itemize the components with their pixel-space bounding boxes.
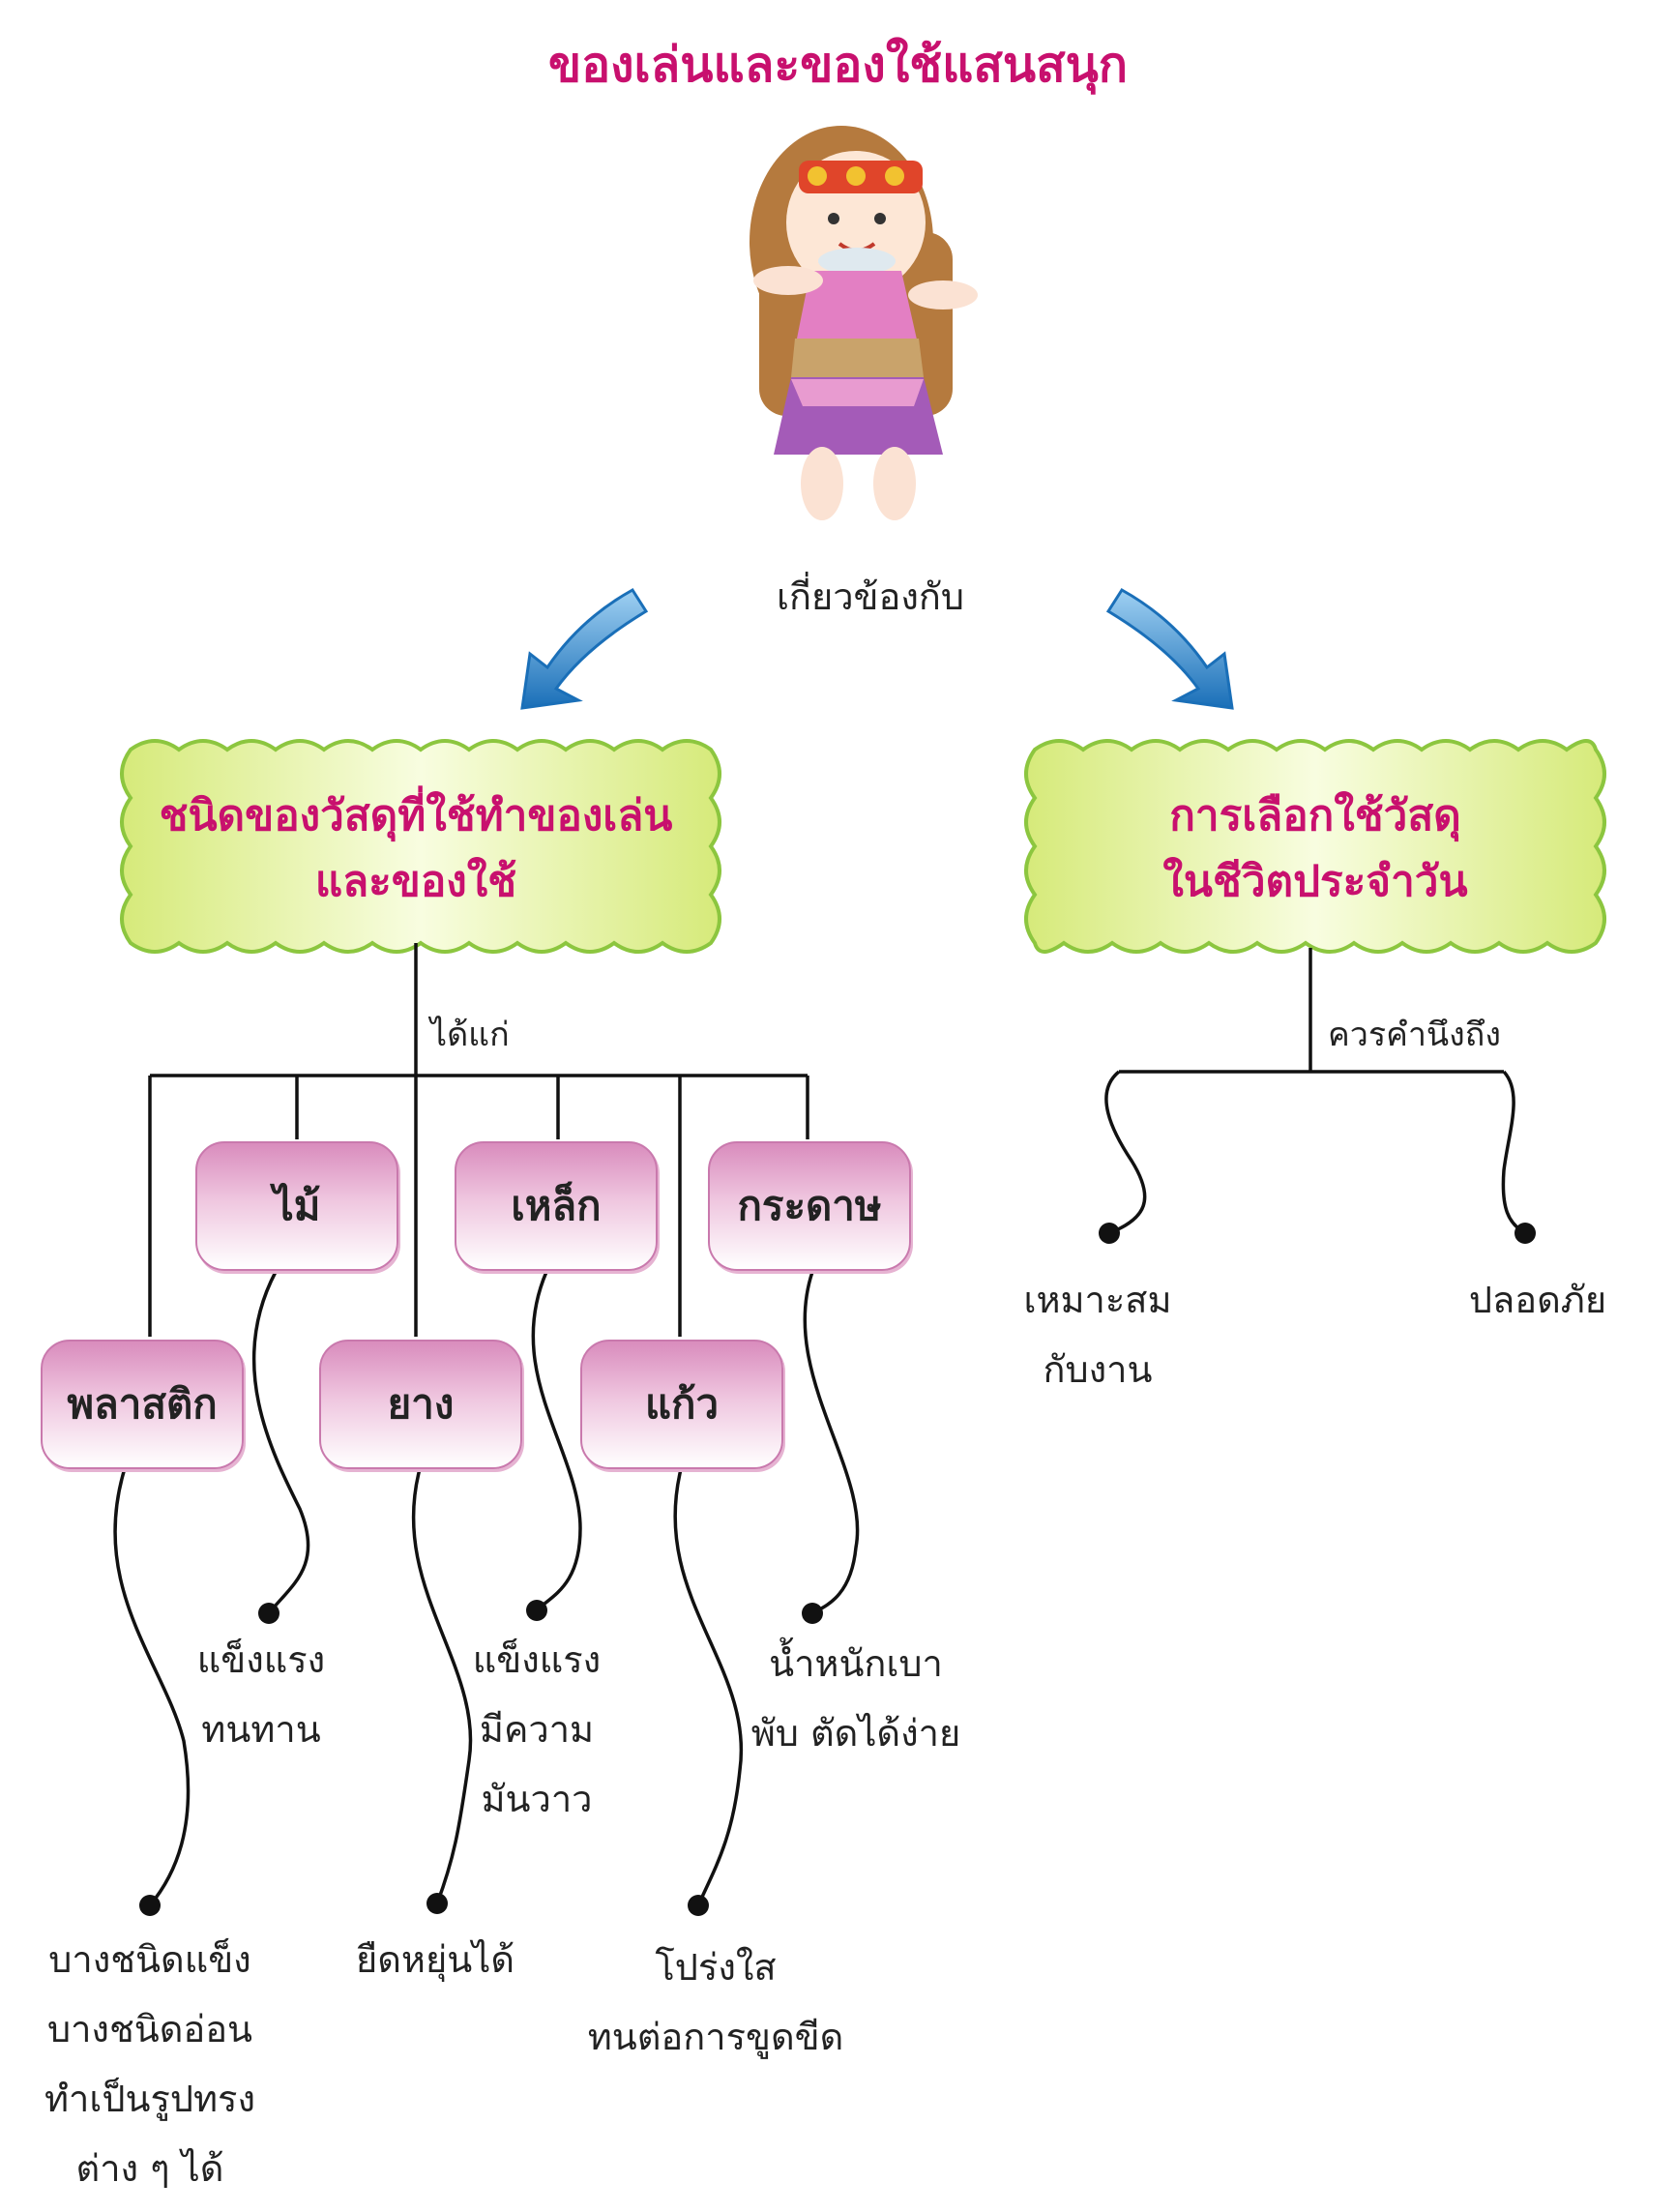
property-rubber: ยืดหยุ่นได้ — [355, 1938, 515, 1981]
material-box-paper: กระดาษ — [708, 1141, 911, 1271]
page-title: ของเล่นและของใช้แสนสนุก — [547, 37, 1129, 93]
right-topic-line2: ในชีวิตประจำวัน — [1162, 857, 1468, 906]
left-connector-label: ได้แก่ — [430, 1016, 510, 1054]
right-topic-banner — [1024, 739, 1606, 954]
doll-illustration — [750, 126, 978, 520]
property-wood: แข็งแรง ทนทาน — [196, 1638, 326, 1751]
material-box-iron: เหล็ก — [455, 1141, 658, 1271]
consideration-safe: ปลอดภัย — [1468, 1279, 1607, 1321]
property-iron: แข็งแรง มีความ มันวาว — [472, 1638, 602, 1820]
right-topic-text: การเลือกใช้วัสดุ ในชีวิตประจำวัน — [1025, 783, 1605, 915]
consideration-suitable: เหมาะสม กับงาน — [1023, 1279, 1172, 1391]
arrow-down-right-icon — [1105, 588, 1234, 710]
right-connector-label: ควรคำนึงถึง — [1328, 1016, 1501, 1054]
right-topic-line1: การเลือกใช้วัสดุ — [1169, 791, 1461, 841]
left-topic-text: ชนิดของวัสดุที่ใช้ทำของเล่น และของใช้ — [116, 783, 716, 915]
left-topic-banner — [120, 739, 721, 954]
material-box-glass: แก้ว — [580, 1340, 783, 1469]
property-paper: น้ำหนักเบา พับ ตัดได้ง่าย — [750, 1642, 961, 1755]
left-topic-line1: ชนิดของวัสดุที่ใช้ทำของเล่น — [159, 791, 673, 841]
arrow-down-left-icon — [520, 588, 649, 710]
material-box-rubber: ยาง — [319, 1340, 522, 1469]
material-box-wood: ไม้ — [195, 1141, 398, 1271]
material-box-plastic: พลาสติก — [41, 1340, 244, 1469]
property-glass: โปร่งใส ทนต่อการขูดขีด — [587, 1946, 844, 2058]
property-plastic: บางชนิดแข็ง บางชนิดอ่อน ทำเป็นรูปทรง ต่า… — [44, 1938, 256, 2190]
left-topic-line2: และของใช้ — [314, 857, 517, 906]
relation-label: เกี่ยวข้องกับ — [776, 575, 965, 618]
